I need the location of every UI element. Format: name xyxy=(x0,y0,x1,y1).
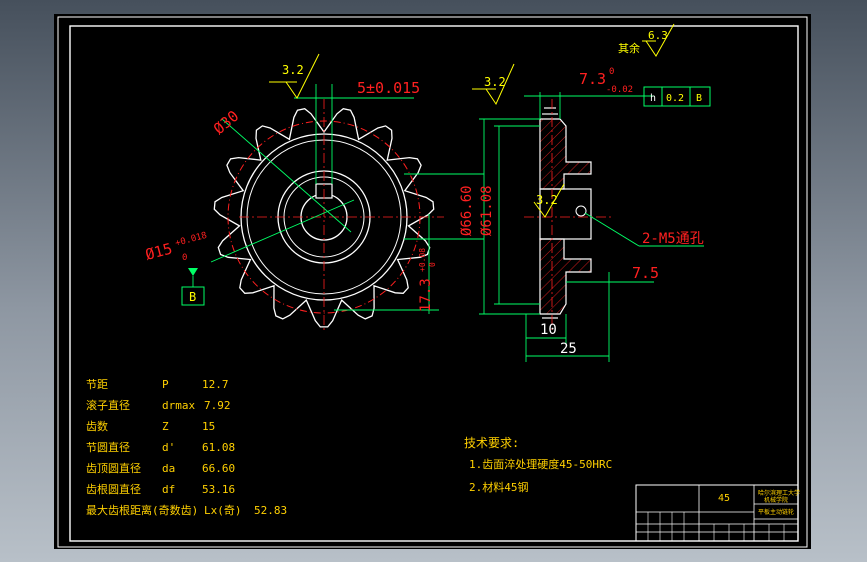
section-lower-hatch xyxy=(539,238,592,315)
width-dim: 7.3 xyxy=(579,70,606,88)
bore-tol-upper: +0.018 xyxy=(174,231,208,249)
requirement-item-1: 1.齿面淬处理硬度45-50HRC xyxy=(469,457,612,471)
roughness-rest-value: 6.3 xyxy=(648,29,668,42)
roughness-symbol-side xyxy=(485,63,515,106)
hub-len-dim: 10 xyxy=(540,322,557,338)
bore-dia-dim: Ø15 xyxy=(143,239,174,263)
keyway-dim: 5±0.015 xyxy=(357,79,420,97)
tech-requirements: 技术要求: 1.齿面淬处理硬度45-50HRC 2.材料45钢 xyxy=(464,436,612,494)
tol-frame xyxy=(643,86,711,107)
param-val-2: 15 xyxy=(202,420,215,433)
width-tol-lower: -0.02 xyxy=(606,85,633,95)
param-sym-2: Z xyxy=(162,420,169,433)
side-view: Ø66.60 Ø61.08 7.3 0 -0.02 h 0.2 B 3.2 3.… xyxy=(404,63,711,362)
param-sym-1: drmax xyxy=(162,399,195,412)
dia30-leader xyxy=(221,118,352,233)
datum-triangle xyxy=(188,268,198,276)
key-depth-dim: 17.3 xyxy=(418,278,434,312)
roughness-symbol-rest xyxy=(645,23,675,57)
roughness-hole: 3.2 xyxy=(536,193,558,207)
titleblock-dept: 机械学院 xyxy=(764,496,788,504)
sprocket-tooth-outline xyxy=(213,108,435,328)
tol-value: 0.2 xyxy=(666,93,684,104)
datum-label: B xyxy=(189,290,196,304)
param-name-1: 滚子直径 xyxy=(86,398,130,412)
requirement-item-2: 2.材料45钢 xyxy=(469,480,529,494)
param-name-2: 齿数 xyxy=(86,420,108,433)
dia15-leader xyxy=(210,199,355,263)
param-val-6: 52.83 xyxy=(254,504,287,517)
outer-dia-dim: Ø30 xyxy=(210,107,242,138)
param-sym-3: d' xyxy=(162,441,175,454)
roughness-rest-label: 其余 xyxy=(618,41,640,55)
cad-drawing: 5±0.015 Ø30 Ø15 +0.018 0 17.3 +0.08 0 B … xyxy=(57,16,808,548)
param-sym-6: Lx(奇) xyxy=(204,504,242,517)
titleblock-grid xyxy=(647,512,785,541)
tip-dia-dim: Ø66.60 xyxy=(459,185,475,236)
requirements-title: 技术要求: xyxy=(464,436,519,450)
param-val-4: 66.60 xyxy=(202,462,235,475)
param-sym-5: df xyxy=(162,483,175,496)
bore-tol-lower: 0 xyxy=(182,253,187,263)
tapped-hole xyxy=(575,205,587,217)
width-tol-upper: 0 xyxy=(609,67,614,77)
datum-box xyxy=(181,286,205,306)
section-upper-hatch xyxy=(539,118,592,190)
holes-leader xyxy=(584,212,640,247)
param-name-5: 齿根圆直径 xyxy=(86,482,141,496)
drawing-viewport[interactable]: 5±0.015 Ø30 Ø15 +0.018 0 17.3 +0.08 0 B … xyxy=(54,14,811,549)
param-sym-0: P xyxy=(162,378,169,391)
inner-border xyxy=(69,25,799,542)
tapped-holes-dim: 2-M5通孔 xyxy=(642,231,704,247)
param-val-3: 61.08 xyxy=(202,441,235,454)
front-view: 5±0.015 Ø30 Ø15 +0.018 0 17.3 +0.08 0 B … xyxy=(143,53,444,332)
tol-symbol: h xyxy=(650,93,656,104)
titleblock-part-name: 平板主动链轮 xyxy=(758,508,794,516)
key-tol-lower: 0 xyxy=(428,262,437,267)
titleblock-material: 45 xyxy=(718,493,730,504)
titleblock-school: 哈尔滨理工大学 xyxy=(758,489,800,497)
roughness-symbol-bore xyxy=(285,53,320,99)
param-name-4: 齿顶圆直径 xyxy=(86,461,141,475)
tooth-width-dim: 7.5 xyxy=(632,264,659,282)
total-len-dim: 25 xyxy=(560,341,577,357)
param-sym-4: da xyxy=(162,462,175,475)
pitch-dia-dim: Ø61.08 xyxy=(479,185,495,236)
outer-border xyxy=(57,16,808,548)
param-name-6: 最大齿根距离(奇数齿) xyxy=(86,503,198,517)
param-val-0: 12.7 xyxy=(202,378,229,391)
roughness-rest: 其余 6.3 xyxy=(618,23,675,57)
param-val-1: 7.92 xyxy=(204,399,231,412)
roughness-bore: 3.2 xyxy=(282,63,304,77)
param-name-0: 节距 xyxy=(86,378,108,391)
titleblock-frame xyxy=(635,484,799,542)
parameter-table: 节距 P 12.7 滚子直径 drmax 7.92 齿数 Z 15 节圆直径 d' 61.08 齿顶圆直… xyxy=(86,378,287,517)
param-val-5: 53.16 xyxy=(202,483,235,496)
param-name-3: 节圆直径 xyxy=(86,440,130,454)
section-bore xyxy=(539,188,592,240)
tol-datum: B xyxy=(696,93,702,104)
roughness-symbol-hole xyxy=(533,183,565,218)
roughness-side: 3.2 xyxy=(484,75,506,89)
title-block: 45 哈尔滨理工大学 机械学院 平板主动链轮 xyxy=(635,484,800,542)
key-tol-upper: +0.08 xyxy=(418,248,427,272)
